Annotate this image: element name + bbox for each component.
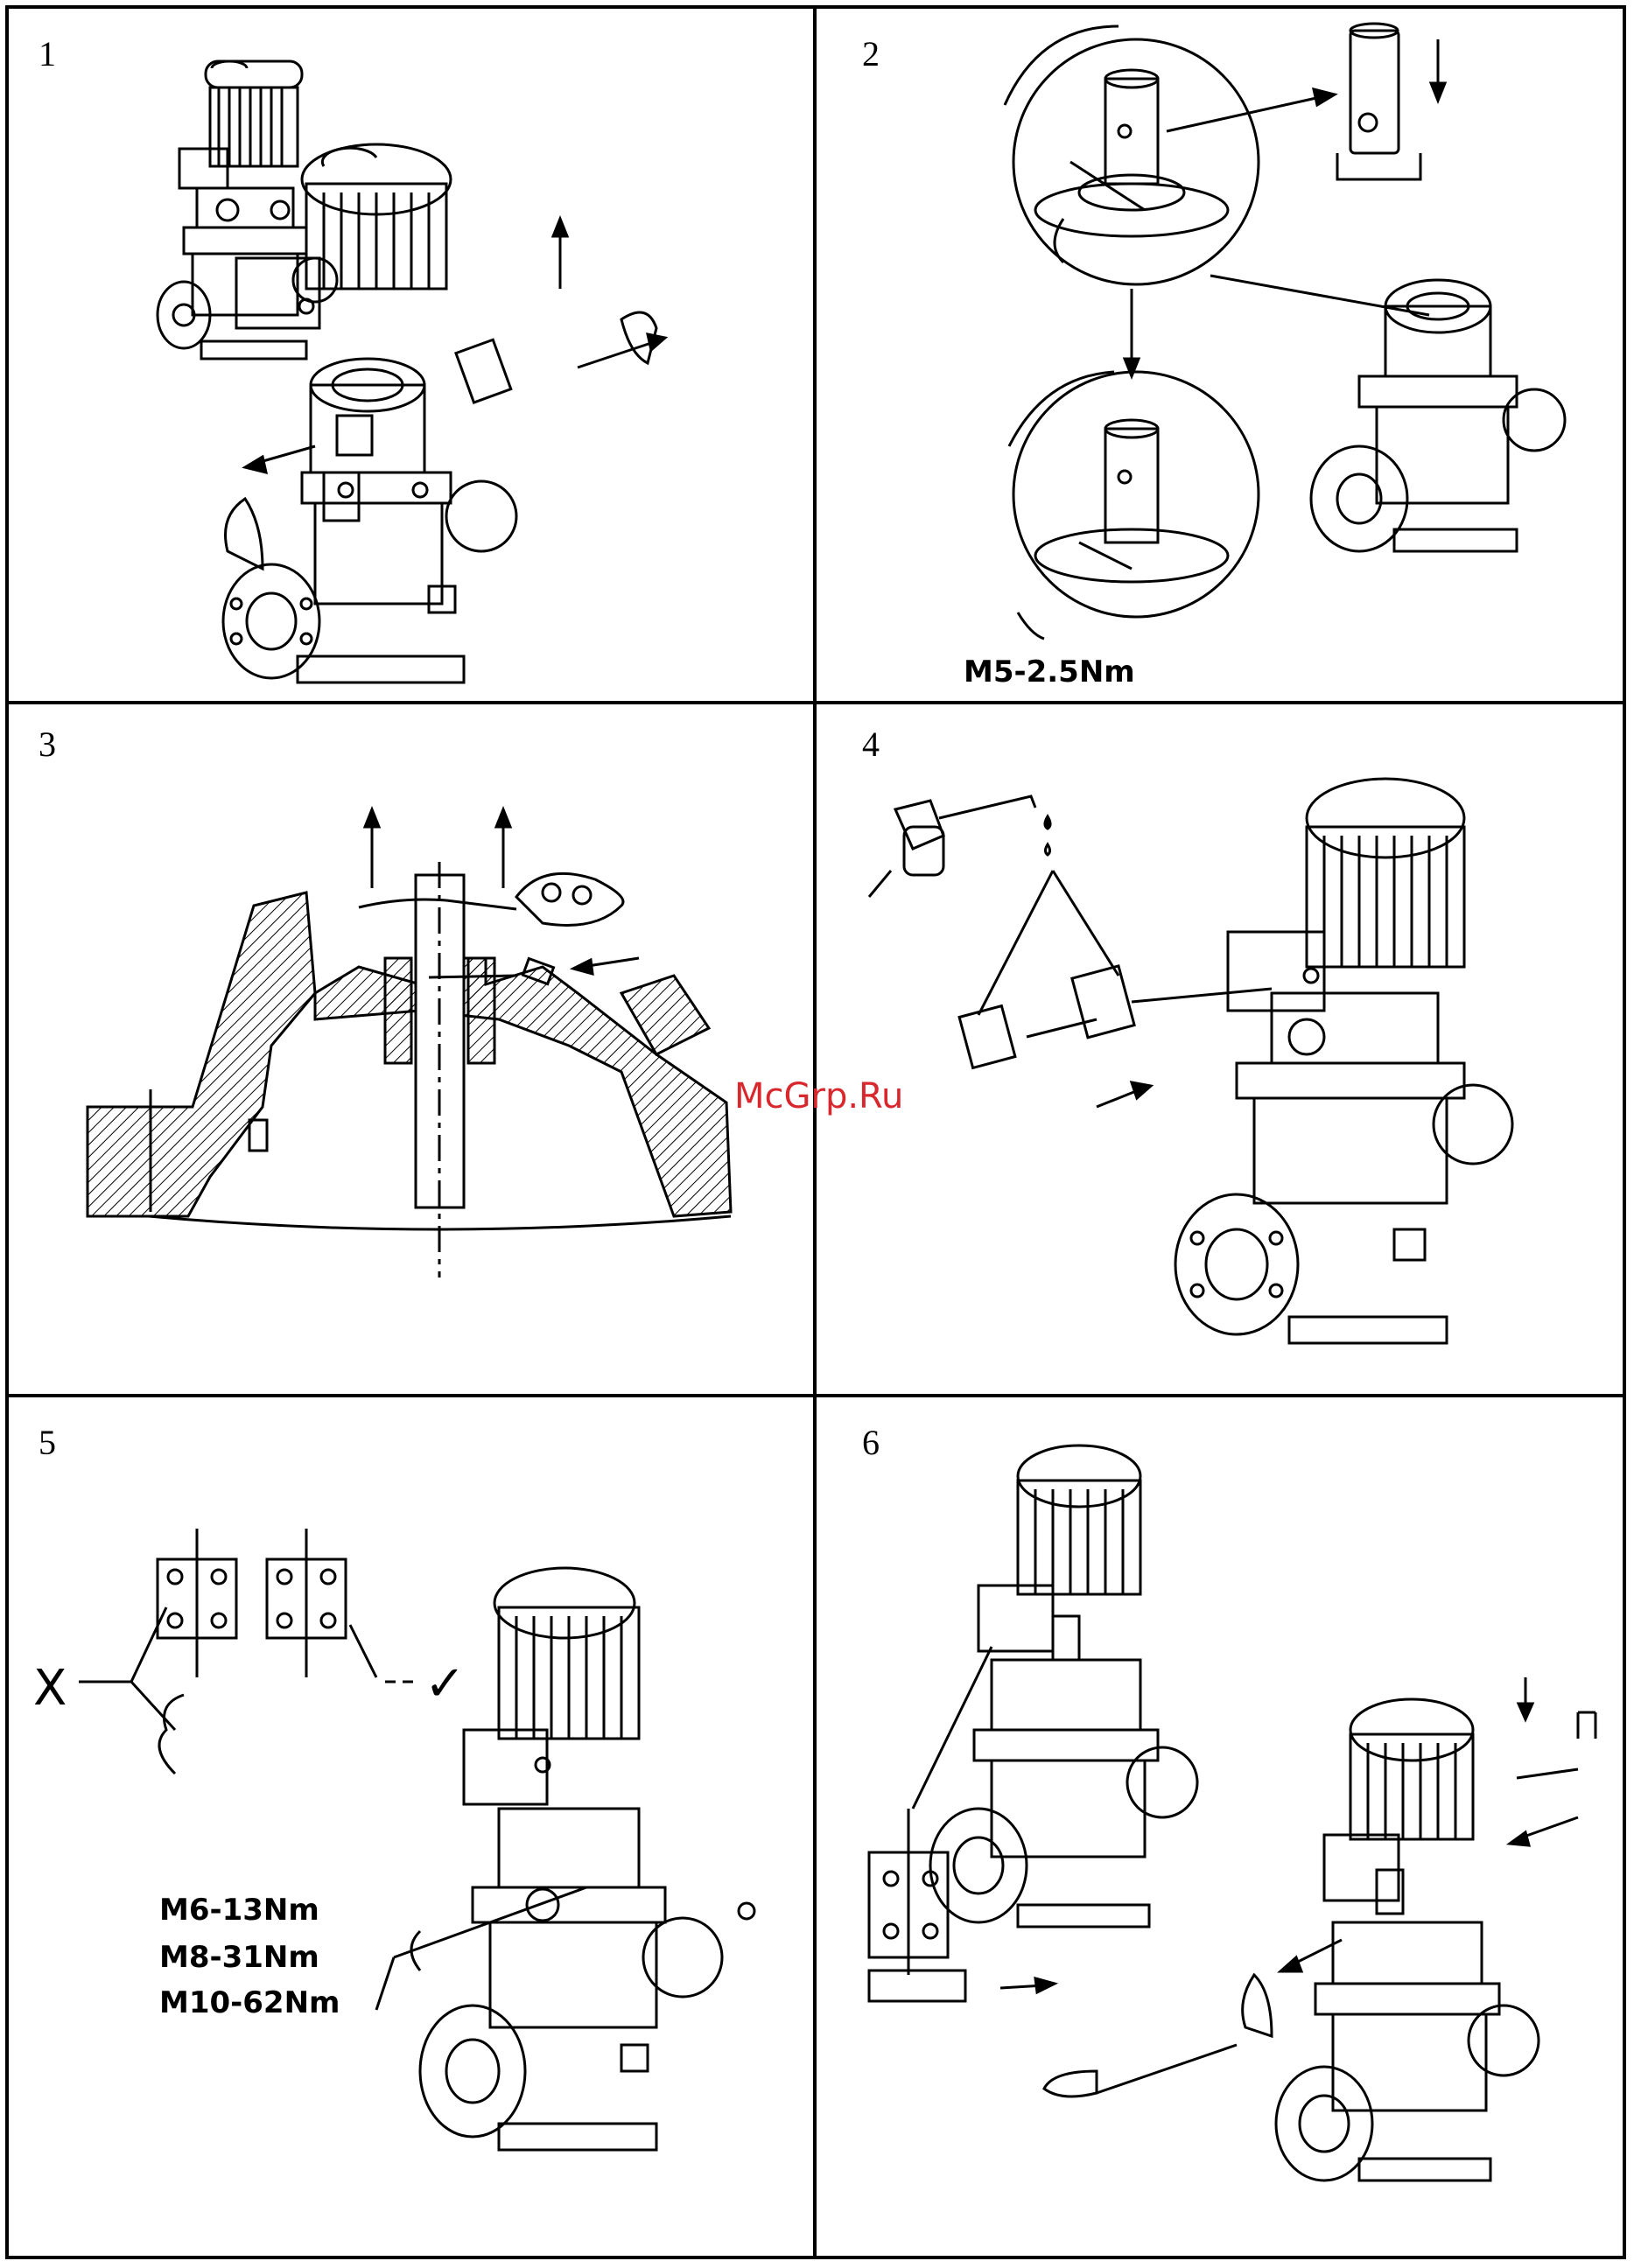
lubrication-illustration (817, 704, 1626, 1396)
panel-3: 3 (9, 704, 815, 1396)
coupling-detail-illustration (817, 9, 1626, 703)
panel-6: 6 (817, 1397, 1626, 2259)
reassembly-illustration (817, 1397, 1626, 2259)
exploded-pump-illustration (201, 131, 709, 691)
panel-number: 1 (39, 33, 56, 74)
alignment-check-illustration (9, 1397, 815, 2259)
watermark: McGrp.Ru (734, 1076, 903, 1116)
torque-spec: M6-13Nm (159, 1893, 319, 1928)
torque-spec: M10-62Nm (159, 1985, 340, 2020)
panel-1: 1 (9, 9, 815, 703)
torque-spec: M5-2.5Nm (964, 654, 1135, 690)
panel-4: 4 (817, 704, 1626, 1396)
torque-spec: M8-31Nm (159, 1940, 319, 1975)
cross-section-illustration (9, 704, 815, 1396)
panel-2: 2 (817, 9, 1626, 703)
panel-5: 5 X ✓ (9, 1397, 815, 2259)
